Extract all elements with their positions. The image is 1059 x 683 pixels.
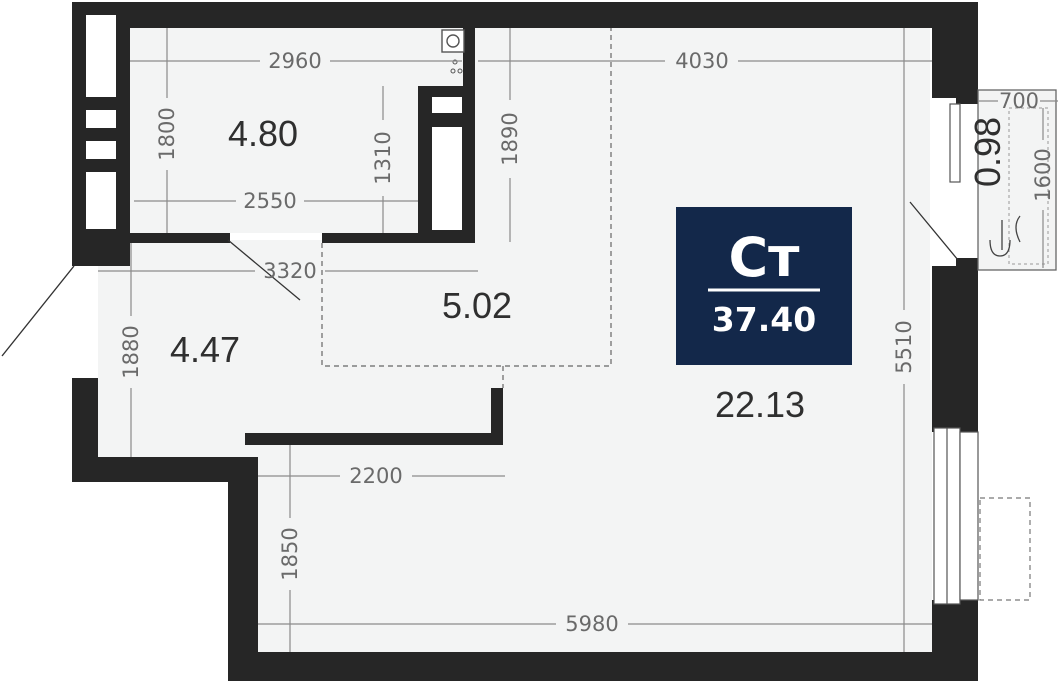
badge-total-area: 37.40 <box>712 300 816 339</box>
dim-bath-inner-width: 2550 <box>243 189 296 213</box>
dim-top-right-width: 4030 <box>675 49 728 73</box>
dim-living-width: 5980 <box>565 612 618 636</box>
room-area-hallway: 4.47 <box>170 329 240 370</box>
dim-living-inner-width: 2200 <box>349 464 402 488</box>
dim-hall-height: 1880 <box>119 325 143 378</box>
dim-living-lower-height: 1850 <box>278 527 302 580</box>
room-area-living: 22.13 <box>715 384 805 425</box>
dimension-lines <box>98 28 1058 652</box>
dim-hall-width: 3320 <box>263 259 316 283</box>
exterior-niche <box>979 497 1031 601</box>
windows <box>933 103 979 605</box>
badge-background <box>676 207 852 365</box>
room-area-bathroom: 4.80 <box>228 113 298 154</box>
balcony-fixture-icon <box>989 215 1021 257</box>
left-wall-niches <box>86 15 116 229</box>
room-area-balcony: 0.98 <box>967 117 1008 187</box>
entry-door <box>1 201 959 357</box>
apartment-type-badge: Ст 37.40 <box>676 207 852 365</box>
dim-bath-inner-height: 1310 <box>371 131 395 184</box>
dim-kitchen-height: 1890 <box>498 112 522 165</box>
dim-balcony-width: 700 <box>999 89 1039 113</box>
dim-bath-width: 2960 <box>268 49 321 73</box>
room-area-kitchen: 5.02 <box>442 285 512 326</box>
dim-bath-height: 1800 <box>155 107 179 160</box>
badge-type-code: Ст <box>729 226 801 289</box>
dim-balcony-height: 1600 <box>1031 148 1055 201</box>
sink-icon <box>441 29 465 53</box>
kitchen-zone-outline <box>321 28 612 388</box>
dim-living-height: 5510 <box>892 320 916 373</box>
bath-fixtures <box>432 29 465 230</box>
